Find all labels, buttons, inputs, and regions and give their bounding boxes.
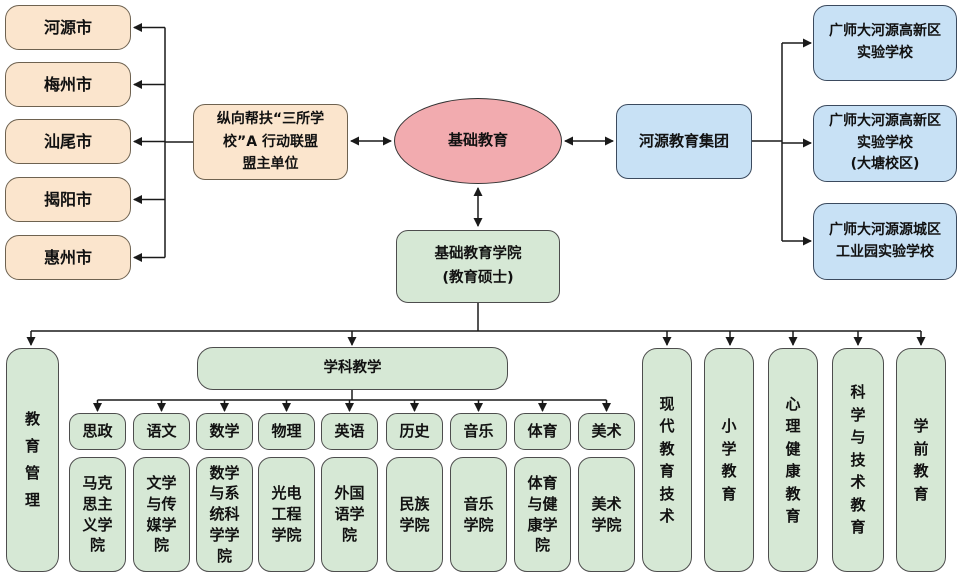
subject-box-yingyu: 英语 [321, 413, 378, 450]
college-box-sports-health: 体育 与健 康学 院 [514, 457, 571, 572]
subject-teaching-box: 学科教学 [197, 347, 508, 390]
school-box-3: 广师大河源源城区 工业园实验学校 [813, 203, 957, 280]
subject-box-tiyu: 体育 [514, 413, 571, 450]
city-box-shanwei: 汕尾市 [5, 119, 131, 164]
core-ellipse-basic-education: 基础教育 [394, 98, 562, 184]
college-box-literature: 文学 与传 媒学 院 [133, 457, 190, 572]
education-management-box: 教 育 管 理 [6, 348, 59, 572]
college-box-foreign-lang: 外国 语学 院 [321, 457, 378, 572]
city-box-meizhou: 梅州市 [5, 62, 131, 107]
college-box-math-systems: 数学 与系 统科 学学 院 [196, 457, 253, 572]
education-group-box: 河源教育集团 [616, 104, 752, 179]
basic-education-college-box: 基础教育学院 (教育硕士) [396, 230, 560, 303]
city-box-jieyang: 揭阳市 [5, 177, 131, 222]
school-box-1: 广师大河源高新区 实验学校 [813, 5, 957, 81]
subject-box-meishu: 美术 [578, 413, 635, 450]
program-box-modern-edu-tech: 现 代 教 育 技 术 [642, 348, 692, 572]
college-box-fine-arts: 美术 学院 [578, 457, 635, 572]
subject-box-sizheng: 思政 [69, 413, 126, 450]
subject-box-wuli: 物理 [258, 413, 315, 450]
program-box-mental-health: 心 理 健 康 教 育 [768, 348, 818, 572]
program-box-primary-edu: 小 学 教 育 [704, 348, 754, 572]
subject-box-yuwen: 语文 [133, 413, 190, 450]
alliance-leader-box: 纵向帮扶“三所学 校”A 行动联盟 盟主单位 [193, 104, 348, 180]
city-box-huizhou: 惠州市 [5, 235, 131, 280]
subject-box-lishi: 历史 [386, 413, 443, 450]
program-box-science-tech-edu: 科 学 与 技 术 教 育 [832, 348, 884, 572]
city-box-heyuan: 河源市 [5, 5, 131, 50]
college-box-music: 音乐 学院 [450, 457, 507, 572]
college-box-optoelectronic: 光电 工程 学院 [258, 457, 315, 572]
program-box-preschool-edu: 学 前 教 育 [896, 348, 946, 572]
college-box-minzu: 民族 学院 [386, 457, 443, 572]
college-box-marxism: 马克 思主 义学 院 [69, 457, 126, 572]
school-box-2: 广师大河源高新区 实验学校 (大塘校区) [813, 105, 957, 182]
subject-box-shuxue: 数学 [196, 413, 253, 450]
subject-box-yinyue: 音乐 [450, 413, 507, 450]
